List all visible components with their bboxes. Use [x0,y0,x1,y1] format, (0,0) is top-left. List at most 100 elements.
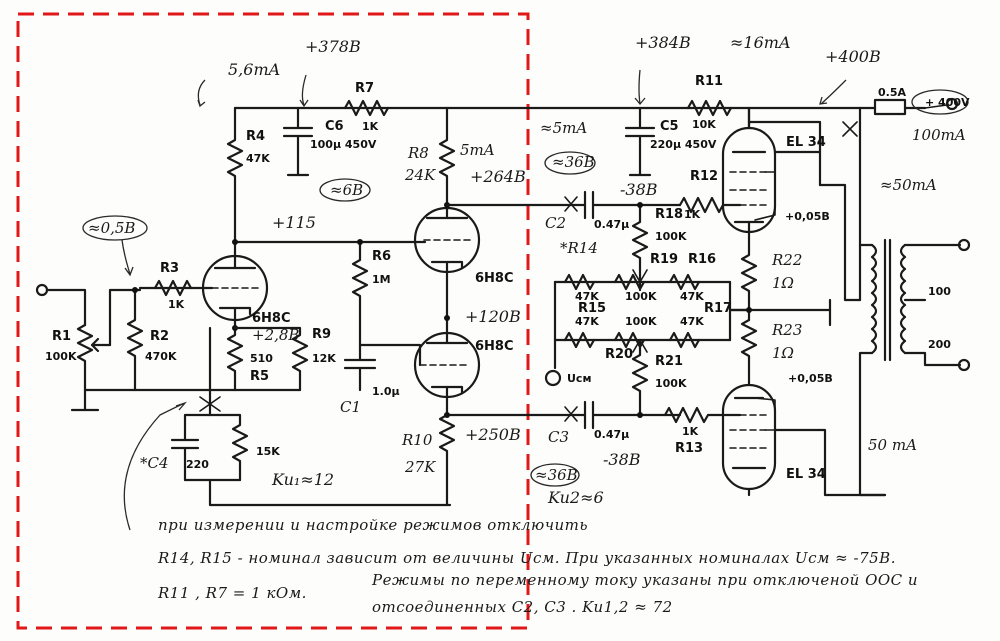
label-r5: R5 [250,369,269,384]
label-out100: 100 [928,285,951,298]
label-r1v: 100K [45,350,77,363]
r3-resistor [153,279,193,297]
r1-pot [76,323,94,387]
label-r20: R20 [605,347,633,362]
label-v378: +378B [305,37,361,56]
label-v005-top: +0,05B [785,210,830,223]
label-c5: C5 [660,119,679,134]
r21-resistor [631,338,649,417]
r11-resistor [686,99,733,117]
label-c3: C3 [548,428,569,446]
label-r18v: 1K [684,208,701,221]
label-r7: R7 [355,81,374,96]
r5-resistor [226,326,244,392]
label-r22: R22 [771,251,802,269]
label-vm38-bot: -38B [603,450,641,469]
label-c1: C1 [340,398,361,416]
tube3-cathode [430,385,464,417]
label-r21v: 100K [655,377,687,390]
label-v005-bot: +0,05B [788,372,833,385]
label-c6: C6 [325,119,344,134]
feedback-cut [199,396,221,412]
label-r18v2: 100K [655,230,687,243]
r15k-resistor [208,413,249,482]
label-r20v: 100K [625,315,657,328]
c1-capacitor [343,358,377,392]
label-r11: R11 [695,74,723,89]
tube1-cathode [218,306,252,330]
label-r15b: 47K [575,315,599,328]
label-v36-top: ≈36B [552,153,595,171]
note-line1: при измерении и настройке режимов отключ… [158,516,588,534]
label-v264: +264B [470,167,526,186]
label-v115: +115 [272,213,316,232]
r9-resistor [233,326,309,392]
label-r15k: 15K [256,445,280,458]
label-r8v: 24K [404,166,436,184]
label-el34a: EL 34 [786,135,826,150]
label-r4: R4 [246,129,265,144]
label-r17v: 47K [680,315,704,328]
label-r22v: 1Ω [772,274,794,292]
c5-capacitor [624,106,656,177]
note-line3a: R11 , R7 = 1 кОм. [157,584,307,602]
r23-resistor [740,318,758,387]
label-r7v: 1K [362,120,379,133]
label-tube2: 6H8C [475,271,514,286]
label-c4: *C4 [140,454,169,472]
tube3-anode [425,316,469,345]
label-r13: R13 [675,441,703,456]
lower-bias-resistors [563,331,701,349]
label-r4v: 47K [246,152,270,165]
supply-circle [911,89,969,115]
label-c2: C2 [545,214,566,232]
label-r1: R1 [52,329,71,344]
label-r2v: 470K [145,350,177,363]
label-c6v: 100μ 450V [310,138,377,151]
r19-r20-wipers [632,269,648,353]
label-out200: 200 [928,338,951,351]
label-r23v: 1Ω [772,344,794,362]
label-v36-bot: ≈36B [535,466,578,484]
c4-capacitor [170,413,212,482]
label-r18: R18 [655,207,683,222]
ot-primary [870,243,878,355]
r2-resistor [126,288,144,392]
label-r10: R10 [401,431,433,449]
label-tube1: 6H8C [252,311,291,326]
label-r16v: 47K [680,290,704,303]
label-supply: + 400V [925,96,970,109]
label-ku1: Ku₁≈12 [271,470,334,489]
label-r9: R9 [312,327,331,342]
label-fuse: 0.5A [878,86,906,99]
label-c4v: 220 [186,458,209,471]
el34-top-grids [729,171,767,206]
label-r13v: 1K [682,425,699,438]
ground-left [70,383,100,412]
r8-resistor [438,106,456,207]
tube2-cathode [430,260,464,320]
anode-cut [842,121,858,137]
label-r17: R17 [704,301,732,316]
label-c3v: 0.47μ [594,428,629,441]
label-tube3: 6H8C [475,339,514,354]
c3-capacitor [568,400,682,430]
r1-wiper [90,337,112,353]
el34-bottom-envelope [721,383,777,491]
label-vm38-top: -38B [620,180,658,199]
r4-resistor [226,106,244,244]
out-terminal-bottom [957,358,971,372]
label-ucm: Uсм [567,372,591,385]
label-ku2: Ku2≈6 [547,488,604,507]
label-i50-bot: 50 mA [868,436,917,454]
note-line2: R14, R15 - номинал зависит от величины U… [157,549,896,567]
tube1-anode [213,240,257,270]
el34-bottom-anode [731,466,767,497]
label-i100: 100mA [912,126,966,144]
label-r6v: 1M [372,273,391,286]
label-i56: 5,6mA [228,60,280,79]
label-v250: +250B [465,425,521,444]
label-r16: R16 [688,252,716,267]
label-el34b: EL 34 [786,467,826,482]
